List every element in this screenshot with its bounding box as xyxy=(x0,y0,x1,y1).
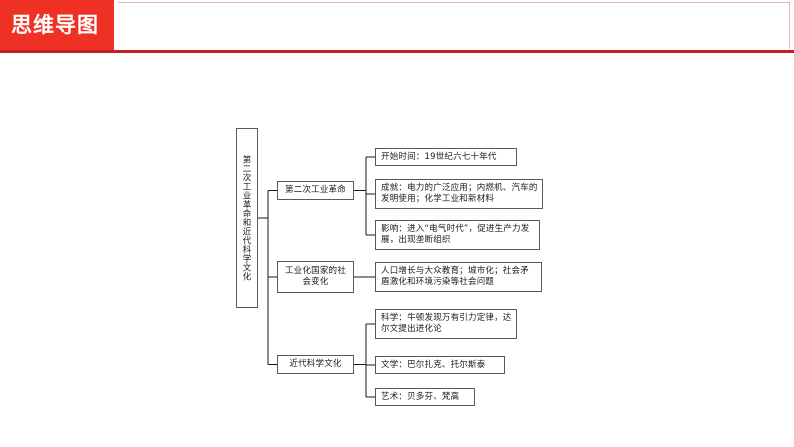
mindmap-leaf-node-1-3[interactable]: 影响：进入“电气时代”，促进生产力发展，出现垄断组织 xyxy=(375,220,540,250)
mindmap-leaf-node-2-1[interactable]: 人口增长与大众教育；城市化；社会矛盾激化和环境污染等社会问题 xyxy=(375,262,542,292)
mindmap-connectors xyxy=(258,156,375,398)
mindmap-root-node[interactable]: 第二次工业革命和近代科学文化 xyxy=(236,128,258,308)
header-tab-label: 思维导图 xyxy=(11,13,99,37)
mindmap-branch-node-3[interactable]: 近代科学文化 xyxy=(277,355,354,374)
header-tab-badge: 思维导图 xyxy=(0,0,114,50)
mindmap-branch-node-2[interactable]: 工业化国家的社会变化 xyxy=(277,261,354,293)
mindmap-canvas: 第二次工业革命和近代科学文化 第二次工业革命 工业化国家的社会变化 近代科学文化… xyxy=(0,53,794,447)
mindmap-branch-node-1[interactable]: 第二次工业革命 xyxy=(277,181,354,200)
mindmap-leaf-node-3-3[interactable]: 艺术：贝多芬、梵高 xyxy=(375,388,475,406)
header-content-panel[interactable] xyxy=(118,2,790,49)
mindmap-leaf-node-3-2[interactable]: 文学：巴尔扎克、托尔斯泰 xyxy=(375,356,505,374)
mindmap-leaf-node-1-1[interactable]: 开始时间：19世纪六七十年代 xyxy=(375,148,517,166)
mindmap-leaf-node-3-1[interactable]: 科学：牛顿发现万有引力定律，达尔文提出进化论 xyxy=(375,309,517,339)
mindmap-leaf-node-1-2[interactable]: 成就：电力的广泛应用；内燃机、汽车的发明使用；化学工业和新材料 xyxy=(375,179,543,209)
header-divider-rule xyxy=(0,50,794,53)
page-header: 思维导图 xyxy=(0,0,794,53)
